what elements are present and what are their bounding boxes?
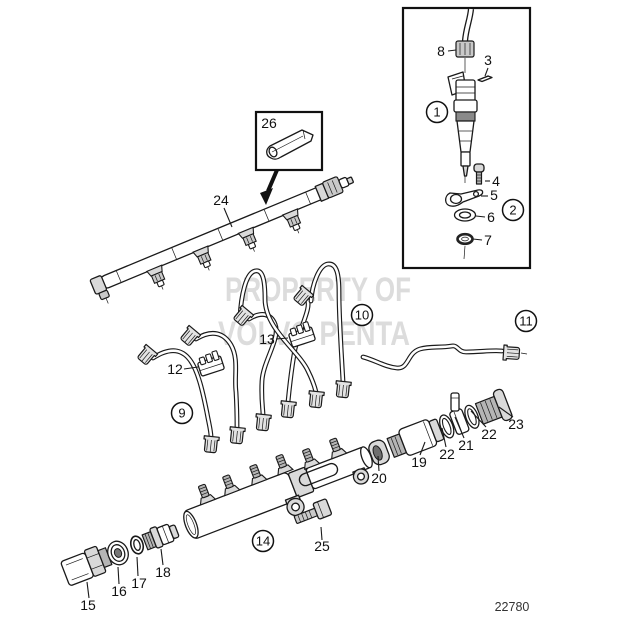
circled-callouts: 1 2 9 10 11 14 — [170, 100, 538, 553]
injector-part-1 — [447, 71, 478, 183]
callout-label-6: 6 — [487, 209, 495, 225]
pipe-elbow-nut — [135, 343, 159, 367]
circled-label-9: 9 — [178, 406, 185, 421]
pipe-2 — [193, 330, 240, 431]
drawing-number: 22780 — [495, 600, 530, 614]
injector-detail-box — [401, 6, 532, 270]
callout-label-23: 23 — [508, 416, 524, 432]
rail-port-fitting — [192, 245, 218, 274]
callout-label-20: 20 — [371, 470, 387, 486]
washer-part-6 — [453, 208, 477, 222]
rail-port-fitting — [237, 226, 263, 256]
rail-mount-lug — [284, 494, 305, 517]
pipe-rail-nut — [334, 380, 352, 399]
callout-label-12: 12 — [167, 361, 183, 377]
clamp-part-5 — [444, 189, 484, 207]
injector-supply-tube — [461, 8, 475, 42]
bushing-part-20 — [368, 439, 390, 466]
callout-label-15: 15 — [80, 597, 96, 613]
circled-label-2: 2 — [509, 203, 516, 218]
pipe-1 — [150, 348, 214, 440]
clip-part-3 — [477, 75, 493, 83]
rail-port-fitting — [146, 264, 172, 294]
nut-part-8 — [455, 40, 475, 58]
callout-label-24: 24 — [213, 192, 229, 208]
circled-label-14: 14 — [256, 534, 270, 549]
plug-part-23 — [474, 388, 513, 425]
callout-label-17: 17 — [131, 575, 147, 591]
bolt-part-4 — [473, 163, 485, 185]
callout-label-18: 18 — [155, 564, 171, 580]
circled-callout-2: 2 — [501, 198, 525, 222]
circled-callout-10: 10 — [350, 303, 374, 327]
rail-port-fitting — [282, 208, 307, 237]
plug-part-16 — [107, 540, 129, 566]
circled-callout-14: 14 — [251, 529, 275, 553]
clip-detail-box — [254, 110, 324, 205]
leader-lines — [86, 49, 514, 599]
rail-mount-lug — [352, 467, 370, 485]
circled-label-1: 1 — [433, 105, 440, 120]
fuel-rail-14 — [183, 388, 513, 539]
circled-callout-9: 9 — [170, 401, 194, 425]
pipe-rail-nut — [202, 435, 220, 454]
fuel-rail-24 — [89, 176, 354, 304]
circled-callout-1: 1 — [425, 100, 449, 124]
circled-label-10: 10 — [355, 308, 369, 323]
pipe-6 — [308, 261, 346, 385]
pipe-rail-nut — [254, 413, 272, 432]
callout-label-25: 25 — [314, 538, 330, 554]
pipe-end-nut — [502, 344, 521, 362]
pipe-rail-nut — [228, 426, 246, 445]
callout-label-22b: 22 — [481, 426, 497, 442]
pipe-rail-nut — [307, 390, 325, 409]
callout-label-16: 16 — [111, 583, 127, 599]
detail-arrow-head — [260, 188, 273, 205]
clamp-part-12 — [194, 349, 226, 378]
clip-part-26 — [266, 129, 314, 160]
callout-label-21: 21 — [458, 437, 474, 453]
callout-label-13: 13 — [259, 331, 275, 347]
pipe-part-11 — [360, 343, 528, 371]
callout-label-5: 5 — [490, 187, 498, 203]
circled-callout-11: 11 — [514, 309, 538, 333]
fitting-part-18 — [141, 523, 180, 551]
rail-stud — [270, 452, 294, 476]
pipe-rail-nut — [279, 400, 297, 419]
bolt-part-25 — [293, 498, 333, 524]
washer-part-17 — [129, 535, 145, 555]
pipe-5 — [237, 268, 319, 395]
injection-pipes — [135, 261, 352, 454]
detail-arrow-shaft — [266, 169, 279, 192]
callout-label-4: 4 — [492, 173, 500, 189]
seal-part-7 — [456, 232, 474, 246]
callout-label-8: 8 — [437, 43, 445, 59]
collar-21-stub — [450, 392, 460, 412]
callout-labels: 8 3 4 5 6 7 26 24 12 13 15 16 17 18 19 2… — [80, 43, 524, 613]
pipe-elbow-nut — [178, 324, 202, 348]
sensor-part-15 — [60, 545, 113, 586]
callout-label-7: 7 — [484, 232, 492, 248]
callout-label-26: 26 — [261, 115, 277, 131]
circled-label-11: 11 — [519, 314, 533, 329]
valve-part-19 — [386, 418, 445, 458]
callout-label-19: 19 — [411, 454, 427, 470]
callout-label-3: 3 — [484, 52, 492, 68]
callout-label-22a: 22 — [439, 446, 455, 462]
